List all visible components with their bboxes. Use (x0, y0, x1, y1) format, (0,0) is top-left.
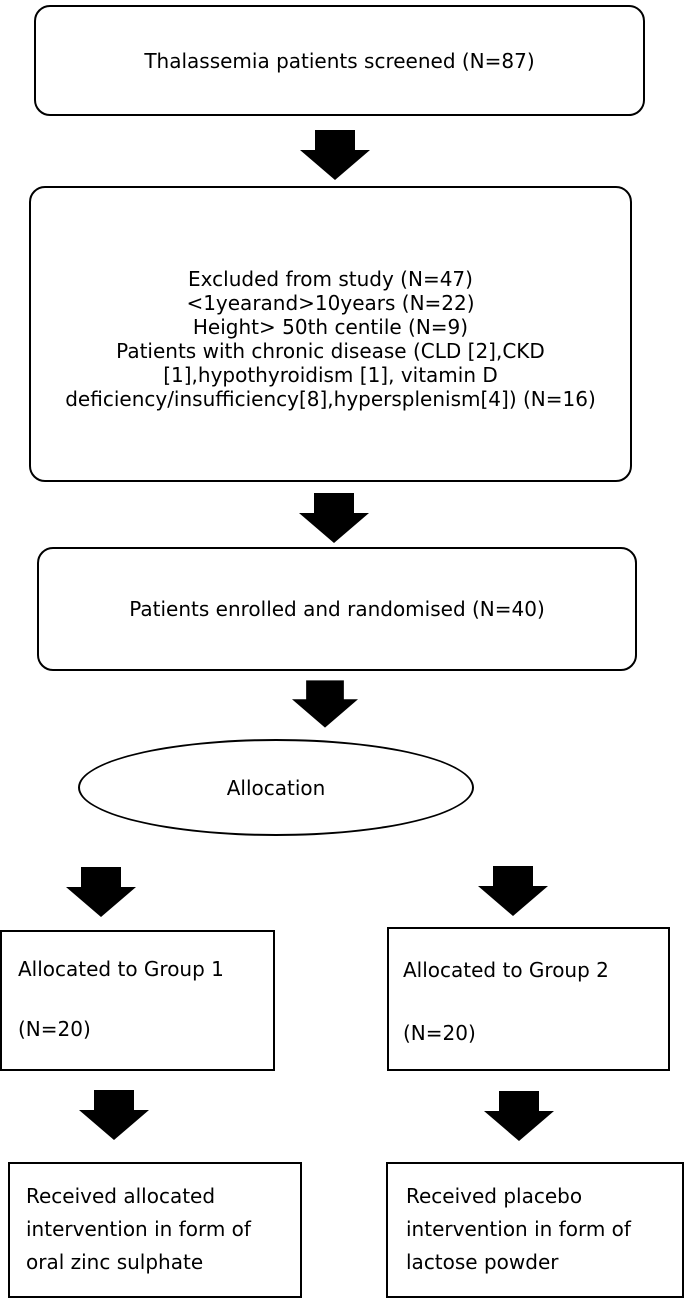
allocation-label: Allocation (226, 775, 326, 800)
down-arrow-3 (292, 680, 358, 728)
group2-received-box: Received placebo intervention in form of… (386, 1162, 684, 1298)
group1-received-box: Received allocated intervention in form … (8, 1162, 302, 1298)
group1-received-line-2: intervention in form of (26, 1217, 251, 1241)
enrolled-box: Patients enrolled and randomised (N=40) (37, 547, 637, 671)
group2-received-line-2: intervention in form of (406, 1217, 631, 1241)
excluded-line-3: Height> 50th centile (N=9) (192, 315, 469, 339)
excluded-line-2: <1yearand>10years (N=22) (186, 291, 475, 315)
excluded-line-1: Excluded from study (N=47) (188, 267, 473, 291)
screened-label: Thalassemia patients screened (N=87) (144, 48, 535, 73)
down-arrow-1 (300, 130, 370, 180)
excluded-box: Excluded from study (N=47) <1yearand>10y… (29, 186, 632, 482)
down-arrow-group1-received (79, 1090, 149, 1140)
enrolled-label: Patients enrolled and randomised (N=40) (129, 597, 545, 621)
group2-received-line-3: lactose powder (406, 1250, 559, 1274)
excluded-line-6: deficiency/insufficiency[8],hypersplenis… (65, 387, 596, 411)
screened-box: Thalassemia patients screened (N=87) (34, 5, 645, 116)
down-arrow-group2-received (484, 1091, 554, 1141)
group2-received-text: Received placebo intervention in form of… (406, 1180, 631, 1279)
down-arrow-group1 (66, 867, 136, 917)
group1-allocation-box: Allocated to Group 1 (N=20) (0, 930, 275, 1071)
group2-allocation-box: Allocated to Group 2 (N=20) (387, 927, 670, 1071)
group2-received-line-1: Received placebo (406, 1184, 583, 1208)
group2-title: Allocated to Group 2 (403, 958, 609, 982)
group1-received-text: Received allocated intervention in form … (26, 1180, 251, 1279)
group2-count: (N=20) (403, 1021, 476, 1045)
excluded-line-5: [1],hypothyroidism [1], vitamin D (163, 363, 498, 387)
down-arrow-2 (299, 493, 369, 543)
group1-received-line-3: oral zinc sulphate (26, 1250, 204, 1274)
group1-title: Allocated to Group 1 (18, 957, 224, 981)
excluded-text: Excluded from study (N=47) <1yearand>10y… (65, 257, 596, 411)
down-arrow-group2 (478, 866, 548, 916)
allocation-ellipse: Allocation (78, 739, 474, 836)
excluded-line-4: Patients with chronic disease (CLD [2],C… (116, 339, 545, 363)
group1-count: (N=20) (18, 1017, 91, 1041)
group1-received-line-1: Received allocated (26, 1184, 216, 1208)
